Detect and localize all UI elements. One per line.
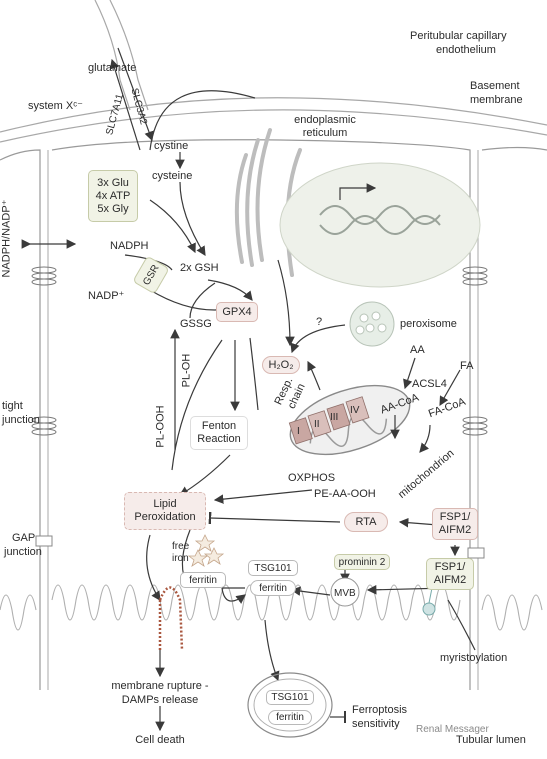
gpx4-box: GPX4 (216, 302, 258, 322)
fsp1-top-label-line1: FSP1/ (439, 511, 471, 523)
pl-ooh-label: PL-OOH (154, 405, 167, 448)
lipid-peroxidation-box: Lipid Peroxidation (124, 492, 206, 530)
ferroptosis-label-line1: Ferroptosis (352, 704, 408, 716)
membrane-rupture-villus (158, 586, 184, 651)
fsp1-mid-box: FSP1/ AIFM2 (426, 558, 474, 590)
er-label-line1: endoplasmic (294, 114, 356, 126)
fenton-label-line2: Reaction (197, 433, 241, 445)
complex-3-label: III (330, 412, 339, 423)
membrane-rupture-label-line2: DAMPs release (121, 694, 199, 706)
basement-label-line2: membrane (470, 94, 523, 106)
mvb-label: MVB (334, 588, 356, 599)
myristoylation-label: myristoylation (440, 652, 508, 664)
ferritin-left-box: ferritin (180, 572, 226, 588)
glu-label: 3x Glu (97, 176, 129, 189)
endoplasmic-reticulum (234, 128, 302, 277)
rta-box: RTA (344, 512, 388, 532)
capillary-endothelium (0, 0, 547, 143)
peroxisome-label: peroxisome (400, 318, 457, 330)
tight-junction-label-line1: tight (2, 400, 23, 412)
free-iron-label-line1: free (172, 541, 190, 552)
pe-aa-ooh-label: PE-AA-OOH (314, 488, 376, 500)
complex-4-label: IV (350, 405, 360, 416)
ferritin-bottom-box: ferritin (268, 710, 312, 725)
cystine-label: cystine (154, 140, 189, 152)
fenton-label-line1: Fenton (201, 420, 237, 432)
mvb-vesicle (330, 577, 360, 607)
ferritin-mid-box: ferritin (250, 580, 296, 596)
fsp1-top-label-line2: AIFM2 (438, 524, 472, 536)
gap-junction-label-line1: GAP (12, 532, 36, 544)
membrane-rupture-label-line1: membrane rupture - (111, 680, 209, 692)
oxphos-label: OXPHOS (288, 472, 336, 484)
nadph-label: NADPH (110, 240, 149, 252)
nadph-nadp-label: NADPH/NADP⁺ (0, 199, 13, 278)
pathway-arrows (109, 47, 476, 732)
respiratory-chain-complexes (288, 396, 370, 445)
er-label-line2: reticulum (302, 127, 348, 139)
tight-junction-coils (31, 266, 488, 559)
free-iron-stars (187, 534, 225, 567)
h2o2-box: H₂O₂ (262, 356, 300, 374)
fa-label: FA (460, 360, 474, 372)
gssg-label: GSSG (180, 318, 212, 330)
nucleus (279, 162, 481, 288)
acsl4-label: ACSL4 (412, 378, 447, 390)
system-xc-label: system Xᶜ⁻ (28, 100, 83, 112)
peroxisome-organelle (349, 301, 395, 347)
fsp1-mid-label-line1: FSP1/ (434, 561, 466, 573)
amino-acid-box: 3x Glu 4x ATP 5x Gly (88, 170, 138, 222)
pl-oh-label: PL-OH (180, 353, 193, 388)
lipid-label-line1: Lipid (153, 498, 177, 510)
fenton-box: Fenton Reaction (190, 416, 248, 450)
prominin-box: prominin 2 (334, 554, 390, 570)
gly-label: 5x Gly (97, 202, 129, 215)
question-mark: ? (316, 316, 323, 328)
lipid-label-line2: Peroxidation (134, 511, 196, 523)
basement-label-line1: Basement (470, 80, 520, 92)
tight-junction-label-line2: junction (2, 414, 40, 426)
tsg101-mid-box: TSG101 (248, 560, 298, 576)
brush-border (0, 584, 543, 631)
free-iron-label-line2: iron (172, 553, 189, 564)
aa-label: AA (410, 344, 425, 356)
glutamate-label: glutamate (88, 62, 137, 74)
complex-2-label: II (314, 419, 320, 430)
fsp1-mid-label-line2: AIFM2 (433, 574, 467, 586)
atp-label: 4x ATP (95, 189, 131, 202)
gap-junction-label-line2: junction (4, 546, 42, 558)
tubular-lumen-label: Tubular lumen (456, 734, 526, 746)
capillary-label-line1: Peritubular capillary (410, 30, 507, 42)
capillary-label-line2: endothelium (436, 44, 496, 56)
gsh-label: 2x GSH (180, 262, 219, 274)
cysteine-label: cysteine (152, 170, 193, 182)
ferroptosis-label-line2: sensitivity (352, 718, 400, 730)
cell-death-label: Cell death (135, 734, 185, 746)
watermark: Renal Messager (416, 724, 489, 735)
tsg101-bottom-box: TSG101 (266, 690, 314, 705)
exosome (247, 672, 333, 738)
myristoylation-anchor (422, 587, 436, 616)
fsp1-top-box: FSP1/ AIFM2 (432, 508, 478, 540)
nadp-label: NADP⁺ (88, 290, 125, 302)
complex-1-label: I (297, 426, 300, 437)
